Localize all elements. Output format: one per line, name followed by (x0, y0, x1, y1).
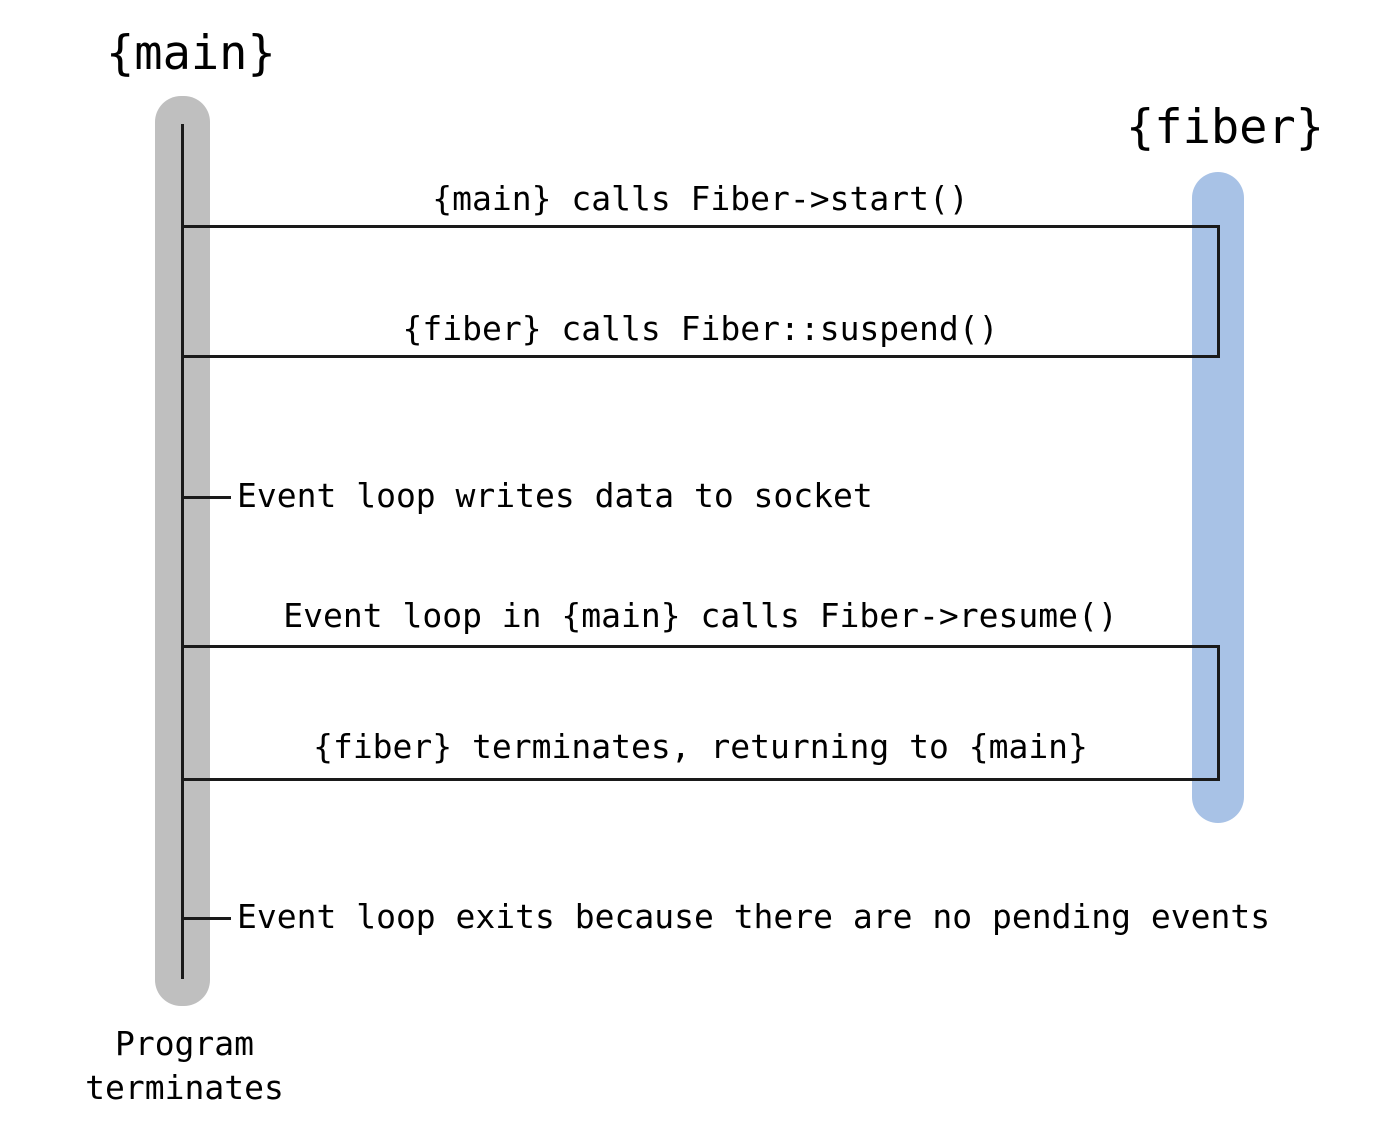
message-line-4 (181, 645, 1220, 648)
lifeline-label-main: {main} (106, 26, 276, 81)
execution-line-main (181, 124, 184, 979)
message-label-5: {fiber} terminates, returning to {main} (313, 727, 1088, 766)
message-line-6 (181, 917, 231, 920)
message-label-6: Event loop exits because there are no pe… (237, 897, 1271, 936)
execution-line-fiber-segment-2 (1217, 645, 1220, 779)
message-label-3: Event loop writes data to socket (237, 476, 873, 515)
message-label-4: Event loop in {main} calls Fiber->resume… (283, 596, 1118, 635)
message-line-1 (181, 225, 1220, 228)
lifeline-label-fiber: {fiber} (1126, 100, 1325, 155)
execution-line-fiber-segment-1 (1217, 225, 1220, 356)
message-label-1: {main} calls Fiber->start() (432, 179, 969, 218)
program-terminates-note: Program terminates (85, 1024, 284, 1107)
message-label-2: {fiber} calls Fiber::suspend() (402, 309, 999, 348)
message-line-5 (181, 778, 1220, 781)
message-line-3 (181, 496, 231, 499)
message-line-2 (181, 355, 1220, 358)
